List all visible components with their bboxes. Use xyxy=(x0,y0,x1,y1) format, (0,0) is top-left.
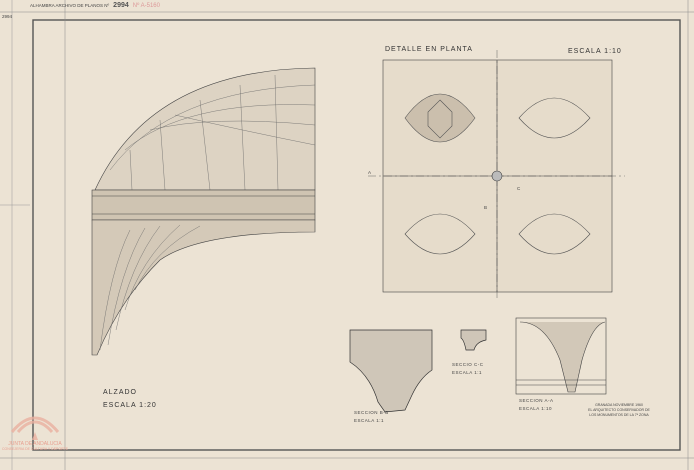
watermark-line-2: CONSEJERIA DE CULTURA Y DEPORTE xyxy=(1,447,69,451)
section-bb-drawing xyxy=(349,329,433,413)
plan-number: 2994 xyxy=(113,2,129,9)
section-aa-title: SECCION A-A xyxy=(519,398,554,403)
archive-label: ALHAMBRA ARCHIVO DE PLANOS Nº xyxy=(30,3,110,8)
signature-line-2: EL ARQUITECTO CONSERVADOR DE xyxy=(588,408,650,412)
signature-line-1: GRANADA NOVIEMBRE 1960 xyxy=(595,403,643,407)
section-cc-title: SECCIO C-C xyxy=(452,362,484,367)
corner-mark: 2994 xyxy=(2,14,13,19)
archive-header: ALHAMBRA ARCHIVO DE PLANOS Nº 2994 Nº A-… xyxy=(30,2,160,9)
section-cc-scale: ESCALA 1:1 xyxy=(452,370,483,375)
signature-line-3: LOS MONUMENTOS DE LA 7ª ZONA xyxy=(589,413,649,417)
plan-marker-c: C xyxy=(517,186,521,191)
red-plan-number: Nº A-5160 xyxy=(132,3,160,9)
watermark-line-1: JUNTA DE ANDALUCIA xyxy=(8,441,62,447)
plan-title: DETALLE EN PLANTA xyxy=(385,46,473,53)
plan-marker-b: B xyxy=(484,205,488,210)
section-bb-scale: ESCALA 1:1 xyxy=(354,418,385,423)
section-aa-drawing xyxy=(515,317,607,395)
junta-andalucia-logo xyxy=(10,416,60,440)
elevation-drawing xyxy=(91,67,316,356)
elevation-title: ALZADO xyxy=(103,389,138,396)
section-aa-scale: ESCALA 1:10 xyxy=(519,406,553,411)
plan-scale: ESCALA 1:10 xyxy=(568,48,622,55)
signature-block: GRANADA NOVIEMBRE 1960 EL ARQUITECTO CON… xyxy=(574,403,664,418)
section-cc-drawing xyxy=(460,329,487,351)
section-bb-title: SECCION B-B xyxy=(354,410,389,415)
elevation-scale: ESCALA 1:20 xyxy=(103,402,157,409)
plan-drawing xyxy=(368,50,625,300)
watermark-text: JUNTA DE ANDALUCIA CONSEJERIA DE CULTURA… xyxy=(0,441,70,451)
plan-marker-a: A xyxy=(368,170,372,175)
